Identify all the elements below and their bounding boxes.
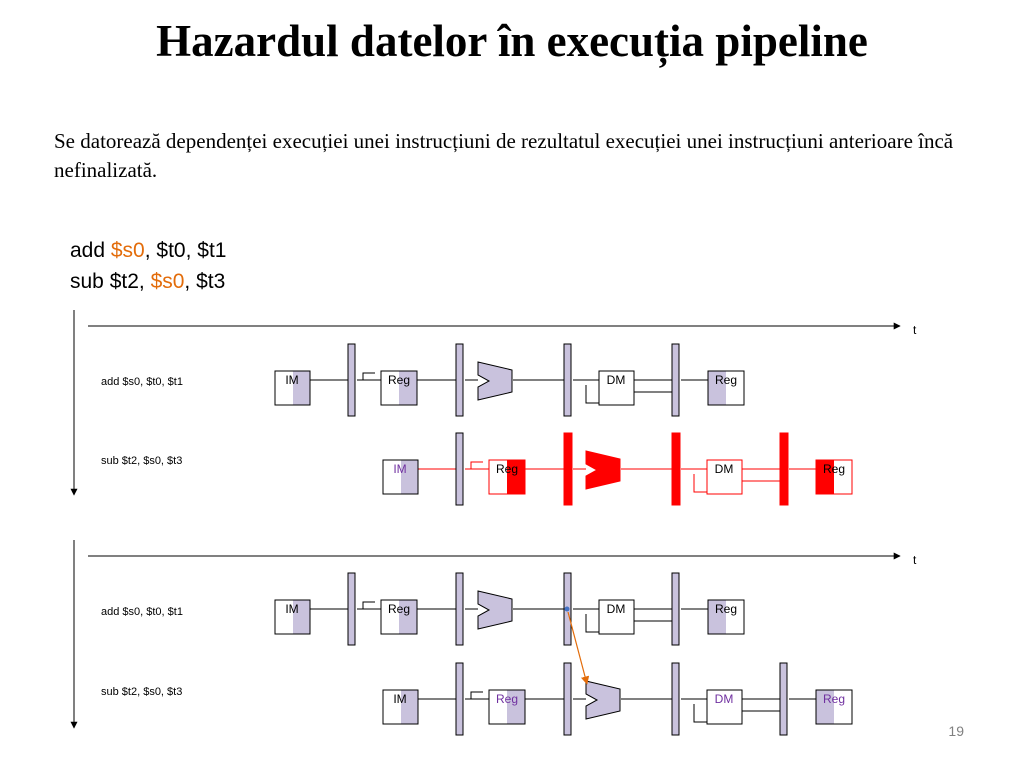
register-write-wire (467, 461, 483, 470)
intro-text: Se datorează dependenței execuției unei … (54, 129, 954, 182)
code-block: add $s0, $t0, $t1 sub $t2, $s0, $t3 (70, 235, 226, 297)
reg-write-box (815, 459, 853, 495)
reg-read-label: Reg (388, 602, 410, 616)
pipeline-register-bar (563, 432, 573, 506)
dm-box (598, 370, 635, 406)
reg-write-label: Reg (715, 602, 737, 616)
code-line-add: add $s0, $t0, $t1 (70, 235, 226, 266)
im-box (274, 599, 311, 635)
register-write-wire (467, 691, 483, 700)
time-label-2: t (913, 553, 917, 567)
pipeline-register-bar (347, 343, 356, 417)
code-sub-src: $s0 (150, 270, 185, 293)
reg-read-box (488, 689, 526, 725)
pipeline-register-bar (455, 572, 464, 646)
im-box (382, 689, 419, 725)
im-read-shade (401, 690, 418, 724)
pipeline-register-bar (779, 662, 788, 736)
alu-shape (585, 680, 621, 720)
pipeline-register-bar (671, 432, 681, 506)
reg-read-label: Reg (388, 373, 410, 387)
dm-label: DM (607, 602, 626, 616)
pipeline-register-bar (671, 662, 680, 736)
reg-read-label: Reg (496, 692, 518, 706)
reg-read-shade (399, 600, 417, 634)
dm-box (706, 689, 743, 725)
instruction-label-sub-1: sub $t2, $s0, $t3 (101, 455, 182, 467)
im-label: IM (285, 602, 298, 616)
reg-read-label: Reg (496, 462, 518, 476)
reg-write-shade (816, 460, 834, 494)
im-read-shade (293, 600, 310, 634)
code-line-sub: sub $t2, $s0, $t3 (70, 266, 226, 297)
register-write-wire (359, 372, 375, 381)
alu-shape (477, 590, 513, 630)
reg-read-shade (399, 371, 417, 405)
im-read-shade (401, 460, 418, 494)
pipeline-row-sub-panel2: IM Reg DM Reg (382, 662, 853, 736)
instruction-label-sub-2: sub $t2, $s0, $t3 (101, 686, 182, 698)
alu-shape (585, 450, 621, 490)
code-sub-op: sub $t2, (70, 270, 151, 293)
code-add-op: add (70, 239, 111, 262)
pipeline-register-bar (671, 343, 680, 417)
reg-read-box (380, 599, 418, 635)
reg-write-box (707, 599, 745, 635)
im-label: IM (285, 373, 298, 387)
instruction-label-add-2: add $s0, $t0, $t1 (101, 606, 183, 618)
pipeline-register-bar (563, 662, 572, 736)
reg-read-box (380, 370, 418, 406)
reg-read-shade (507, 690, 525, 724)
pipeline-row-add-panel1: IM Reg DM Reg (274, 343, 745, 417)
im-box (382, 459, 419, 495)
alu-shape (477, 361, 513, 401)
pipeline-register-bar (779, 432, 789, 506)
slide-title: Hazardul datelor în execuția pipeline (156, 16, 868, 66)
pipeline-register-bar (671, 572, 680, 646)
reg-write-label: Reg (715, 373, 737, 387)
instruction-label-add-1: add $s0, $t0, $t1 (101, 376, 183, 388)
im-box (274, 370, 311, 406)
dm-box (598, 599, 635, 635)
reg-write-shade (816, 690, 834, 724)
reg-write-label: Reg (823, 692, 845, 706)
dm-box (706, 459, 743, 495)
reg-write-label: Reg (823, 462, 845, 476)
pipeline-register-bar (563, 343, 572, 417)
pipeline-row-add-panel2: IM Reg DM Reg (274, 572, 745, 646)
im-label: IM (393, 692, 406, 706)
code-add-dest: $s0 (110, 239, 145, 262)
im-label: IM (393, 462, 406, 476)
pipeline-register-bar (347, 572, 356, 646)
register-write-wire (359, 601, 375, 610)
pipeline-register-bar (455, 343, 464, 417)
forwarding-source-dot (564, 606, 570, 612)
time-label-1: t (913, 323, 917, 337)
pipeline-row-sub-panel1-hazard: IM Reg DM Reg (382, 432, 853, 506)
im-read-shade (293, 371, 310, 405)
reg-write-shade (708, 371, 726, 405)
reg-write-shade (708, 600, 726, 634)
dm-label: DM (715, 692, 734, 706)
dm-label: DM (607, 373, 626, 387)
pipeline-register-bar (455, 662, 464, 736)
forwarding-arrow (567, 611, 590, 685)
pipeline-register-bar (455, 432, 464, 506)
reg-read-box (488, 459, 526, 495)
reg-read-shade (507, 460, 525, 494)
reg-write-box (707, 370, 745, 406)
reg-write-box (815, 689, 853, 725)
code-add-rest: , $t0, $t1 (144, 239, 227, 262)
page-number: 19 (948, 723, 964, 739)
dm-label: DM (715, 462, 734, 476)
code-sub-rest: , $t3 (184, 270, 226, 293)
